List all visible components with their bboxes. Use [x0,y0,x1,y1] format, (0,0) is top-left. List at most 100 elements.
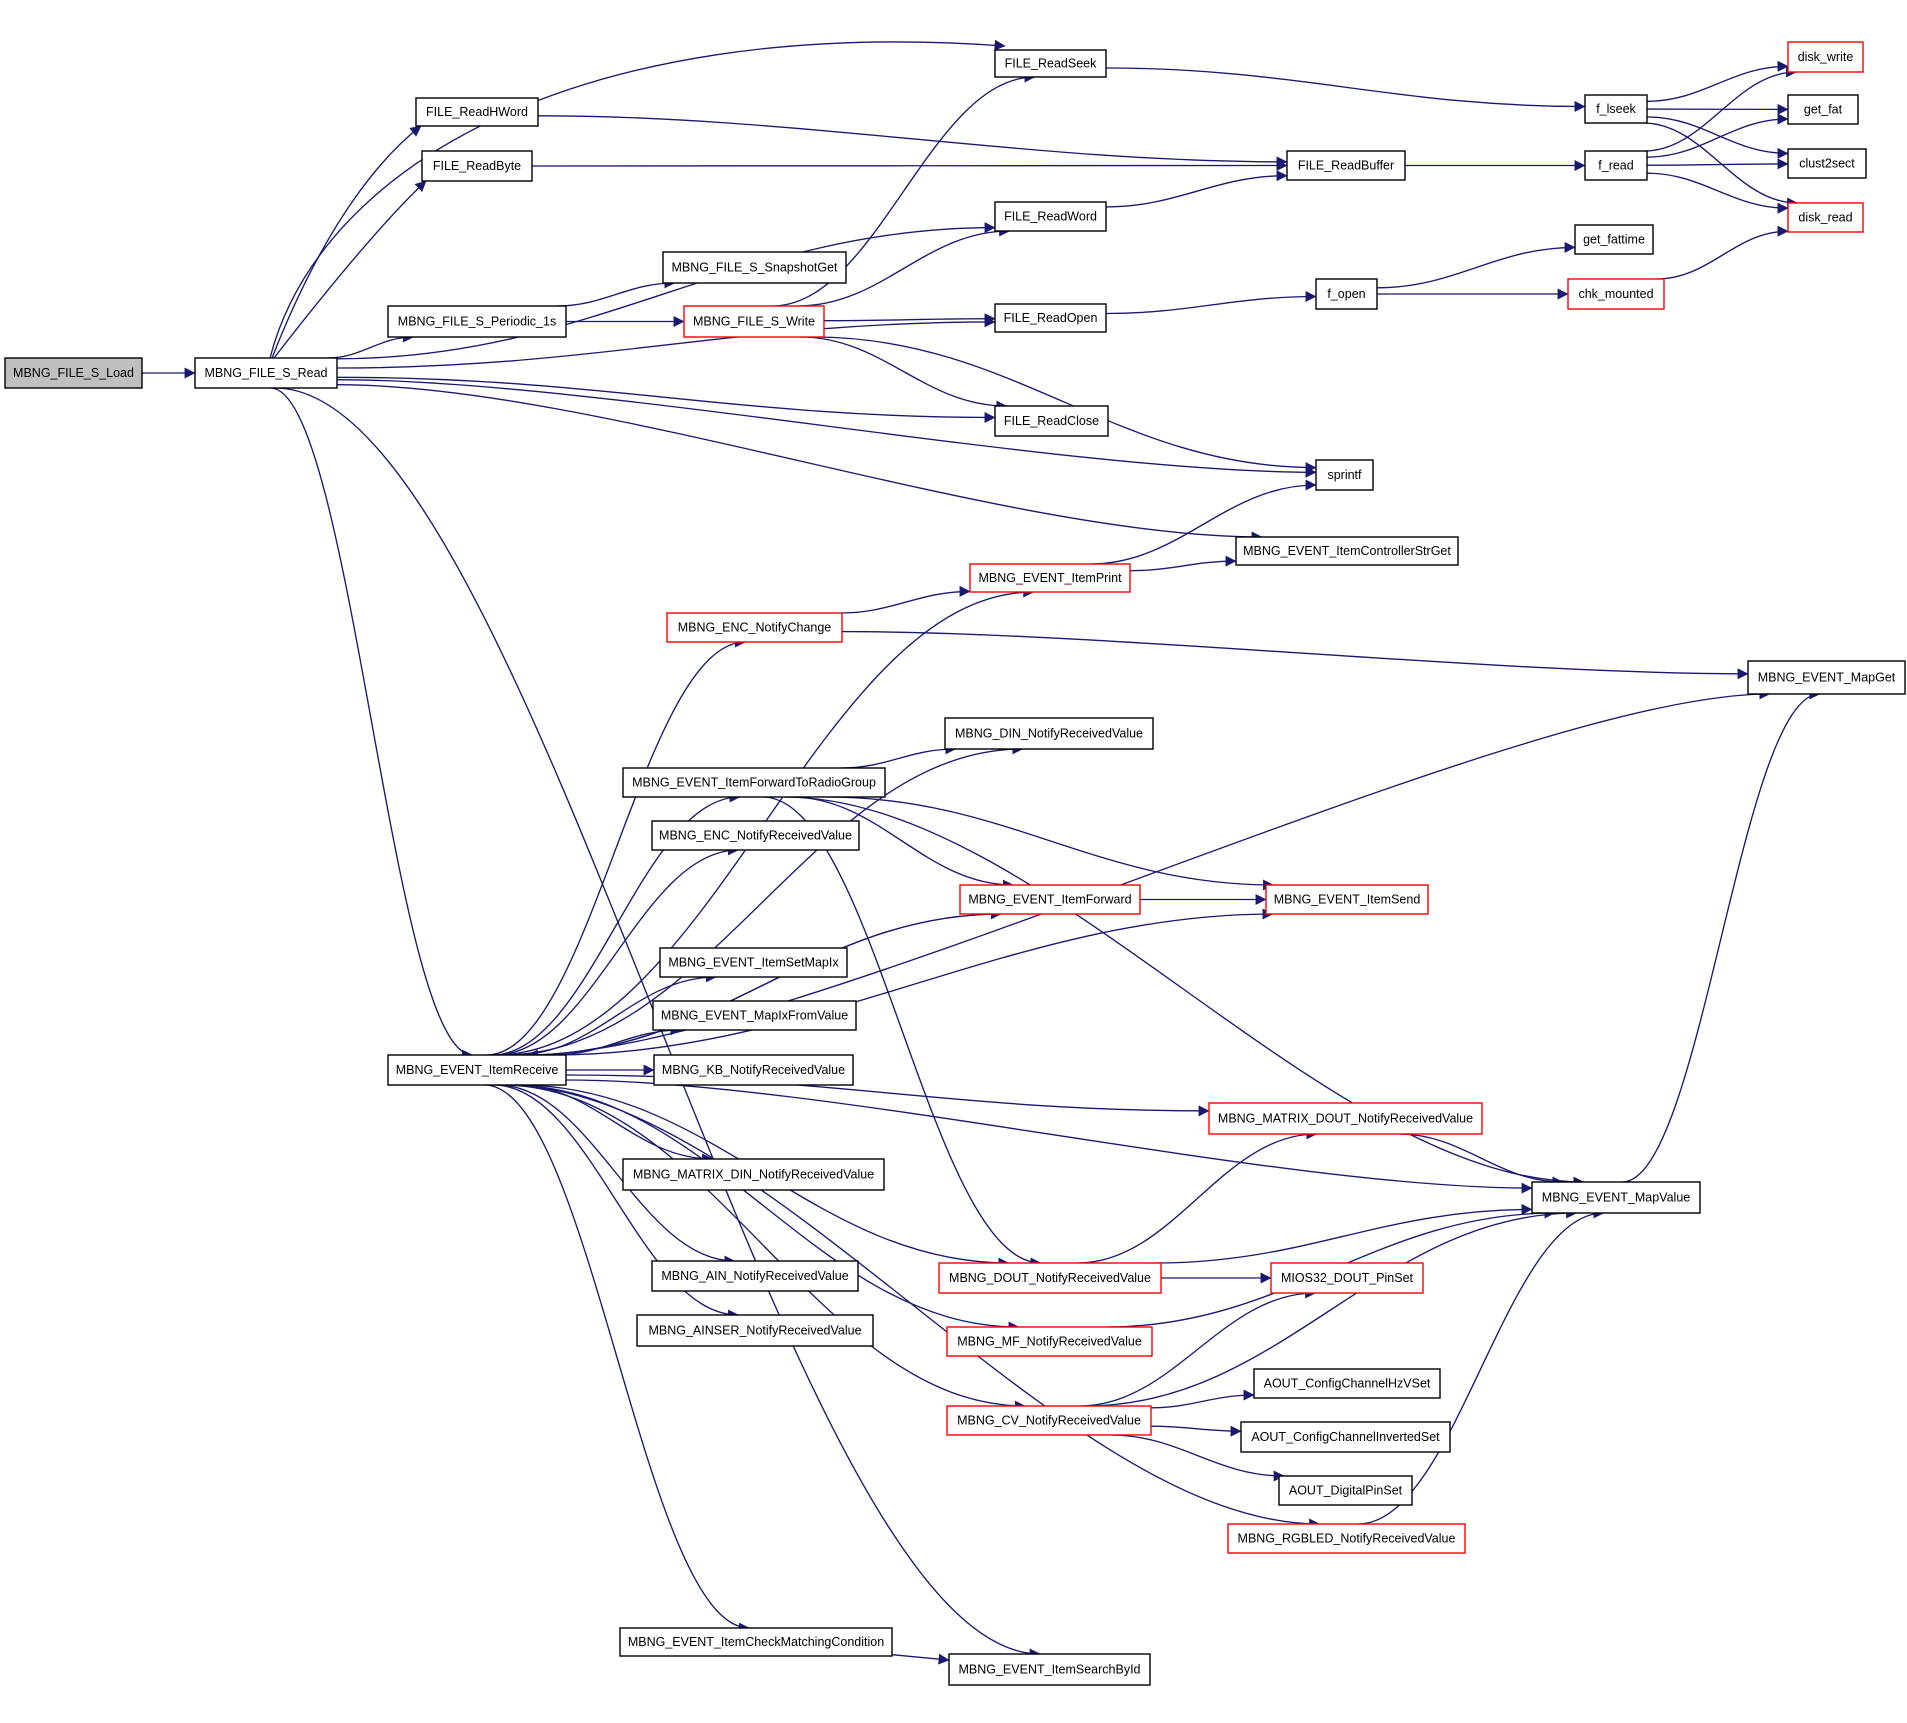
node-label: disk_write [1798,50,1854,64]
node-label: f_read [1598,159,1633,173]
node-aouthzv[interactable]: AOUT_ConfigChannelHzVSet [1253,1368,1441,1399]
edge-read-to-ctrlstr [336,384,1263,543]
node-chkmounted[interactable]: chk_mounted [1567,278,1665,310]
node-label: MBNG_ENC_NotifyChange [678,621,832,635]
node-box [652,1000,857,1031]
edge-cvrecv-to-aouthzv [1150,1389,1255,1409]
node-readopen[interactable]: FILE_ReadOpen [994,303,1107,333]
node-box [387,1054,567,1086]
node-box [421,150,533,182]
node-box [1315,278,1378,310]
node-box [659,947,848,978]
node-pinset[interactable]: MIOS32_DOUT_PinSet [1270,1262,1424,1294]
node-label: MBNG_FILE_S_Write [693,315,815,329]
node-periodic[interactable]: MBNG_FILE_S_Periodic_1s [387,305,567,338]
node-itemprint[interactable]: MBNG_EVENT_ItemPrint [969,563,1131,593]
node-box [959,884,1141,915]
node-rgbrecv[interactable]: MBNG_RGBLED_NotifyReceivedValue [1227,1523,1466,1554]
node-label: MBNG_FILE_S_Periodic_1s [398,315,556,329]
node-encnotify[interactable]: MBNG_ENC_NotifyChange [666,612,843,643]
edge-read-to-readbyte [273,180,427,359]
node-kbrecv[interactable]: MBNG_KB_NotifyReceivedValue [653,1054,854,1086]
node-mfrecv[interactable]: MBNG_MF_NotifyReceivedValue [946,1326,1153,1357]
edge-encnotify-to-itemprint [841,585,971,614]
node-diskread[interactable]: disk_read [1787,202,1864,233]
node-mapvalue[interactable]: MBNG_EVENT_MapValue [1531,1181,1701,1214]
node-label: MBNG_ENC_NotifyReceivedValue [659,829,852,843]
node-mapixfrom[interactable]: MBNG_EVENT_MapIxFromValue [652,1000,857,1031]
node-write[interactable]: MBNG_FILE_S_Write [683,305,825,338]
node-read[interactable]: MBNG_FILE_S_Read [194,357,338,389]
node-checkcond[interactable]: MBNG_EVENT_ItemCheckMatchingCondition [619,1627,893,1657]
node-itemsend[interactable]: MBNG_EVENT_ItemSend [1265,884,1429,915]
edge-fopen-to-getfattime [1376,241,1576,289]
node-fopen[interactable]: f_open [1315,278,1378,310]
node-box [1787,202,1864,233]
node-encrecv[interactable]: MBNG_ENC_NotifyReceivedValue [651,820,860,851]
node-label: FILE_ReadByte [433,159,521,173]
node-box [1584,150,1648,181]
node-box [1240,1421,1451,1453]
edge-itemrecv-to-fwdradio [491,791,741,1056]
node-aoutpin[interactable]: AOUT_DigitalPinSet [1278,1475,1413,1506]
node-label: MBNG_MATRIX_DIN_NotifyReceivedValue [633,1168,874,1182]
node-doutrecv[interactable]: MBNG_DOUT_NotifyReceivedValue [938,1262,1162,1294]
node-box [1747,660,1906,695]
node-label: FILE_ReadClose [1004,414,1099,428]
node-readclose[interactable]: FILE_ReadClose [994,405,1109,437]
node-box [1286,150,1406,181]
node-itemfwd[interactable]: MBNG_EVENT_ItemForward [959,884,1141,915]
node-box [683,305,825,338]
node-cvrecv[interactable]: MBNG_CV_NotifyReceivedValue [946,1405,1152,1436]
node-ainrecv[interactable]: MBNG_AIN_NotifyReceivedValue [651,1260,859,1292]
node-label: chk_mounted [1578,287,1653,301]
node-diskwrite[interactable]: disk_write [1787,41,1864,73]
edge-matdoutrecv-to-mapvalue [1398,1133,1564,1188]
node-label: MBNG_MF_NotifyReceivedValue [957,1335,1142,1349]
node-dinrecv[interactable]: MBNG_DIN_NotifyReceivedValue [944,717,1154,750]
edge-itemrecv-to-dinrecv [502,743,1024,1056]
edge-cvrecv-to-pinset [1079,1287,1317,1407]
node-ctrlstr[interactable]: MBNG_EVENT_ItemControllerStrGet [1235,536,1459,566]
node-box [1227,1523,1466,1554]
edge-readhword-to-readbuffer [537,115,1288,168]
node-fread[interactable]: f_read [1584,150,1648,181]
edge-encnotify-to-mapget [841,630,1749,680]
node-searchbyid[interactable]: MBNG_EVENT_ItemSearchById [948,1653,1151,1686]
node-snapshotget[interactable]: MBNG_FILE_S_SnapshotGet [662,251,847,284]
node-mapget[interactable]: MBNG_EVENT_MapGet [1747,660,1906,695]
node-readword[interactable]: FILE_ReadWord [994,201,1107,232]
node-readbyte[interactable]: FILE_ReadByte [421,150,533,182]
edge-write-to-readopen [823,313,996,325]
node-ainserrecv[interactable]: MBNG_AINSER_NotifyReceivedValue [636,1314,874,1347]
node-label: MBNG_FILE_S_Read [205,366,328,380]
node-getfat[interactable]: get_fat [1787,94,1859,125]
edge-itemrecv-to-cvrecv [501,1084,1026,1412]
node-aoutinv[interactable]: AOUT_ConfigChannelInvertedSet [1240,1421,1451,1453]
node-clust2sect[interactable]: clust2sect [1787,148,1867,179]
node-box [1235,536,1459,566]
node-box [1584,94,1648,124]
node-sprintf[interactable]: sprintf [1315,459,1374,491]
node-readbuffer[interactable]: FILE_ReadBuffer [1286,150,1406,181]
node-fwdradio[interactable]: MBNG_EVENT_ItemForwardToRadioGroup [622,767,886,798]
node-label: MBNG_EVENT_MapIxFromValue [661,1009,848,1023]
edges-layer [142,39,1821,1665]
edge-fread-to-diskwrite [1643,66,1798,152]
node-setmapix[interactable]: MBNG_EVENT_ItemSetMapIx [659,947,848,978]
edge-chkmounted-to-diskread [1657,225,1789,280]
edge-itemrecv-to-itemfwd [527,908,1002,1056]
node-readseek[interactable]: FILE_ReadSeek [994,49,1107,78]
node-flseek[interactable]: f_lseek [1584,94,1648,124]
edge-read-to-readopen [336,316,996,369]
edge-doutrecv-to-mapvalue [1155,1203,1533,1264]
node-matdoutrecv[interactable]: MBNG_MATRIX_DOUT_NotifyReceivedValue [1208,1102,1483,1135]
node-readhword[interactable]: FILE_ReadHWord [415,97,539,127]
node-matdinrecv[interactable]: MBNG_MATRIX_DIN_NotifyReceivedValue [622,1158,885,1191]
node-itemrecv[interactable]: MBNG_EVENT_ItemReceive [387,1054,567,1086]
node-box [194,357,338,389]
edge-read-to-readclose [336,376,996,423]
node-getfattime[interactable]: get_fattime [1574,224,1654,255]
edge-fread-to-clust2sect [1646,158,1789,170]
